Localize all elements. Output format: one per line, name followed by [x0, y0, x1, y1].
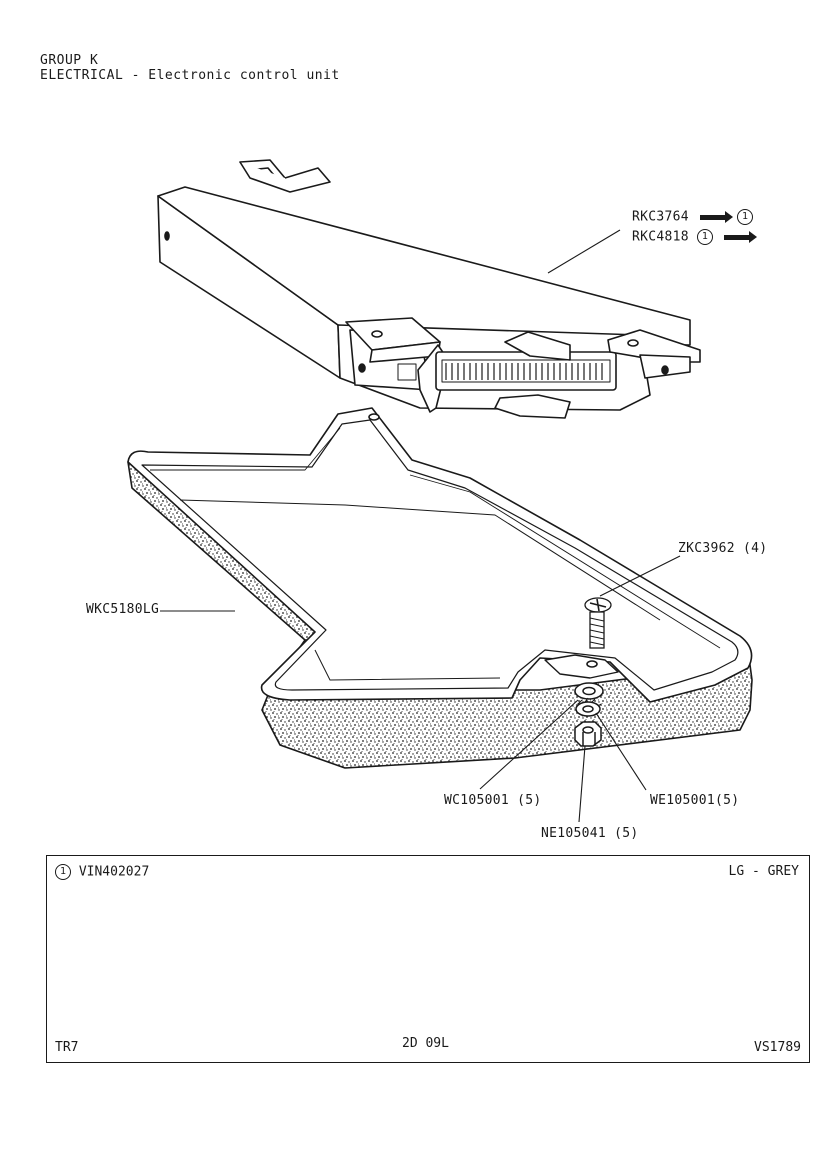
legend-note: 1 VIN402027 [55, 864, 149, 880]
illustration-ref: VS1789 [754, 1040, 801, 1055]
ecu-part-b-text: RKC4818 [632, 229, 689, 245]
group-heading: GROUP K [40, 53, 99, 68]
nut [574, 721, 602, 747]
leader-lines [160, 229, 681, 823]
ecu-part-a-text: RKC3764 [632, 209, 689, 225]
mounting-tray [127, 407, 753, 769]
page-code: 2D 09L [402, 1036, 449, 1051]
washer [574, 682, 604, 700]
legend-note-text: VIN402027 [78, 864, 150, 880]
screw [584, 597, 612, 649]
model-code: TR7 [55, 1040, 79, 1055]
section-heading: ELECTRICAL - Electronic control unit [40, 68, 340, 83]
lock-washer [575, 697, 602, 717]
screw-label: ZKC3962 (4) [678, 541, 768, 556]
washer-label: WC105001 (5) [444, 793, 542, 808]
colour-code: LG - GREY [728, 864, 799, 879]
ecu-part-number-rkc4818: RKC4818 1 [632, 229, 758, 245]
note-ref-circle-icon: 1 [737, 209, 754, 225]
legend-box: 1 VIN402027 LG - GREY TR7 2D 09L VS1789 [46, 855, 810, 1063]
note-ref-circle-icon: 1 [55, 864, 71, 880]
ecu-part-number-rkc3764: RKC3764 1 [632, 209, 754, 225]
note-ref-circle-icon: 1 [697, 229, 714, 245]
connector-pins [445, 363, 603, 380]
ecu-unit [157, 159, 701, 419]
lock-washer-label: WE105001(5) [650, 793, 740, 808]
tray-label: WKC5180LG [86, 602, 160, 617]
nut-label: NE105041 (5) [541, 826, 639, 841]
arrow-right-icon [700, 210, 734, 223]
arrow-right-icon [724, 230, 758, 243]
